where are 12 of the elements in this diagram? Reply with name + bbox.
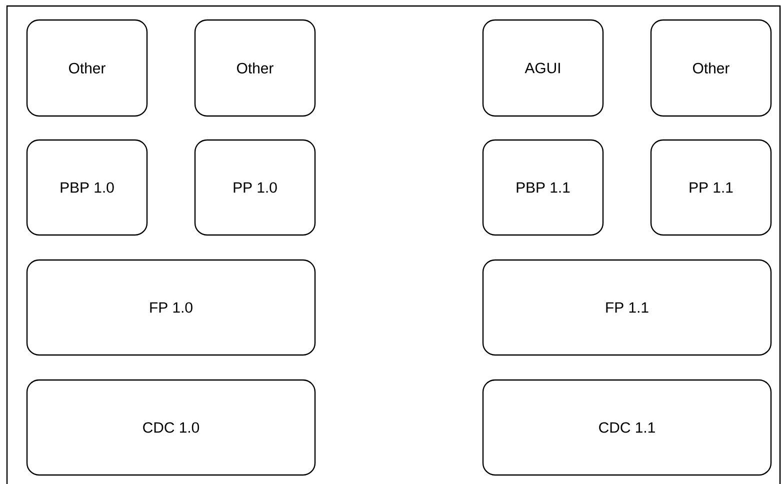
stack-box: PBP 1.1 (482, 139, 604, 236)
stack-box: PBP 1.0 (26, 139, 148, 236)
stack-box: Other (26, 19, 148, 117)
stack-box: FP 1.0 (26, 259, 316, 356)
stack-box: CDC 1.0 (26, 379, 316, 476)
stack-box: AGUI (482, 19, 604, 117)
stack-box: Other (194, 19, 316, 117)
stack-box: PP 1.0 (194, 139, 316, 236)
stack-box: Other (650, 19, 772, 117)
stack-box: FP 1.1 (482, 259, 772, 356)
stack-box: PP 1.1 (650, 139, 772, 236)
stack-box: CDC 1.1 (482, 379, 772, 476)
